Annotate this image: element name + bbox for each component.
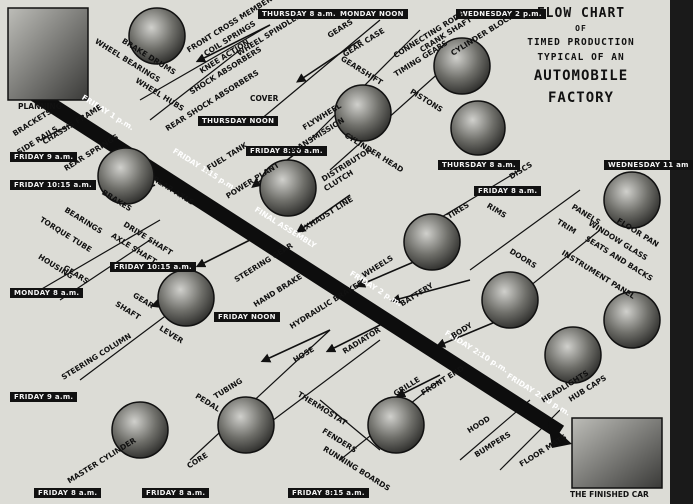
lbl-cover: COVER [250,94,279,103]
time-friday-9am: FRIDAY 9 a.m. [10,152,78,162]
photo-cylinder-head [334,84,392,142]
end-label-finished-car: THE FINISHED CAR [570,490,649,499]
photo-brakes [97,147,155,205]
title-line-1: FLOW CHART [536,6,626,21]
title-line-3: TIMED PRODUCTION [527,37,635,48]
photo-pedal [217,396,275,454]
photo-fenders [603,171,661,229]
photo-panel [603,291,661,349]
time-friday-1015am: FRIDAY 10:15 a.m. [10,180,96,190]
time-wednesday-2pm: WEDNESDAY 2 p.m. [456,9,546,19]
title-line-6: FACTORY [547,90,614,106]
flow-diagram [7,7,663,489]
time-friday-8am-r: FRIDAY 8 a.m. [474,186,542,196]
photo-headlights [544,326,602,384]
photo-engine-block [433,37,491,95]
time-friday-8am-a: FRIDAY 8 a.m. [34,488,102,498]
photo-front-suspension [128,7,186,65]
time-friday-9am-b: FRIDAY 9 a.m. [10,392,78,402]
photo-power-plant [259,159,317,217]
start-label-planning: PLANNING [18,102,62,111]
time-friday-830am: FRIDAY 8:30 a.m. [246,146,327,156]
photo-finished-car [571,417,663,489]
time-thursday-8am-b: THURSDAY 8 a.m. [438,160,520,170]
time-friday-noon: FRIDAY NOON [214,312,280,322]
photo-pistons [450,100,506,156]
photo-master-cylinder [111,401,169,459]
photo-steering [157,269,215,327]
time-monday-8am: MONDAY 8 a.m. [10,288,84,298]
time-friday-8am-b: FRIDAY 8 a.m. [142,488,210,498]
photo-planning [7,7,89,101]
photo-wheels [403,213,461,271]
time-thursday-noon: THURSDAY NOON [198,116,279,126]
photo-body [481,271,539,329]
title-line-4: TYPICAL OF AN [537,52,625,63]
time-thursday-8am: THURSDAY 8 a.m. [258,9,340,19]
time-friday-815am: FRIDAY 8:15 a.m. [288,488,369,498]
time-monday-noon: MONDAY NOON [336,9,408,19]
title-line-5: AUTOMOBILE [533,68,629,84]
time-friday-1015am-b: FRIDAY 10:15 a.m. [110,262,196,272]
time-wednesday-11am: WEDNESDAY 11 am [604,160,693,170]
photo-grille [367,396,425,454]
title-line-2: OF [575,24,587,33]
